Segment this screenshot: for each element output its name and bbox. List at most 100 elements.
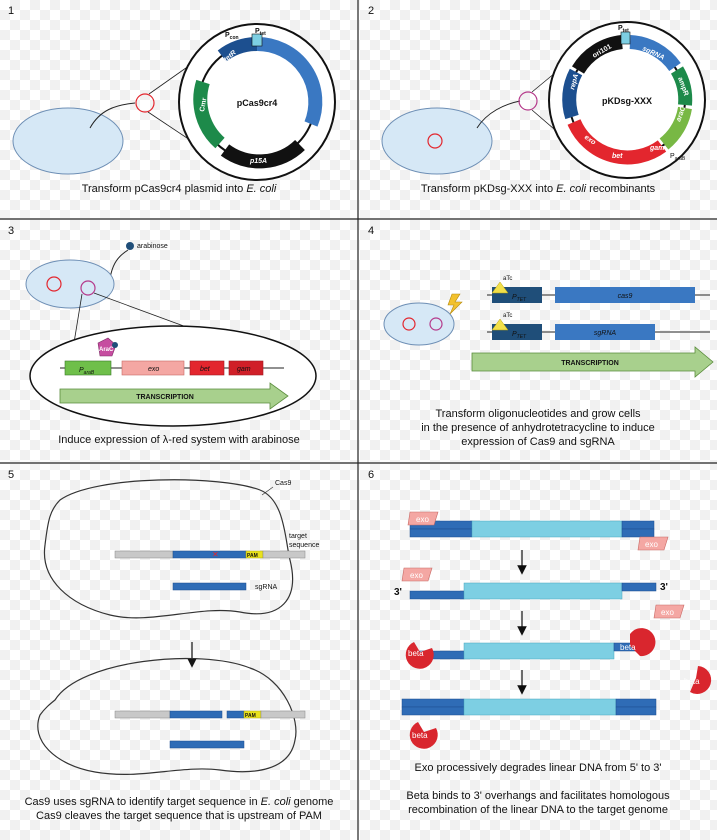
gene-gam-label: gam — [237, 366, 251, 373]
gene-exo-label: exo — [148, 366, 159, 373]
pam-label: PAM — [245, 713, 256, 719]
gene-cas9 — [555, 287, 695, 303]
arac-label: AraC — [99, 347, 114, 353]
gene-bet-label: bet — [200, 366, 211, 373]
transcription-arrow — [471, 346, 714, 378]
gene-bet — [189, 360, 225, 376]
transcription-arrow — [59, 382, 289, 410]
gene-sgrna — [555, 324, 655, 340]
pcon-label: Pcon — [225, 32, 239, 41]
exo-protein — [407, 511, 439, 526]
cell — [25, 259, 115, 309]
ptet-label: PTET — [512, 331, 527, 340]
sgrna-label: sgRNA — [255, 584, 278, 591]
cell — [381, 107, 493, 175]
cleaved-dna-left — [169, 710, 223, 719]
panel-3-number: 3 — [8, 225, 14, 237]
transcription-label: TRANSCRIPTION — [136, 394, 194, 401]
three-prime-label: 3' — [394, 587, 402, 598]
panel-2: 2 Ptet ori101 sgRNA repA ampR araC gam b… — [368, 5, 706, 195]
atc-label: aTc — [503, 276, 512, 282]
cmr-segment — [193, 79, 225, 149]
panel-4-number: 4 — [368, 225, 374, 237]
exo-protein — [653, 604, 685, 619]
panel-6-caption-2-line-2: recombination of the linear DNA to the t… — [408, 804, 668, 816]
parab-label: ParaB — [670, 153, 686, 162]
plasmid-name: pCas9cr4 — [237, 98, 278, 108]
sgrna-strand — [169, 740, 245, 749]
beta-protein — [630, 628, 656, 657]
beta-protein — [690, 666, 712, 694]
panel-5: 5 Cas9 ✕ PAM target sequence sgRNA PAM C… — [8, 469, 333, 822]
linear-dna — [463, 582, 623, 600]
gene-cas9-label: cas9 — [618, 293, 633, 300]
linear-dna — [463, 698, 617, 716]
target-dna — [172, 550, 247, 559]
gene-exo — [121, 360, 185, 376]
three-prime-label: 3' — [660, 582, 668, 593]
exo-label: exo — [416, 515, 429, 524]
p15a-label: p15A — [249, 158, 267, 165]
beta-label: beta — [684, 677, 700, 686]
panel-5-caption-line-2: Cas9 cleaves the target sequence that is… — [36, 810, 322, 822]
exo-protein — [637, 536, 669, 551]
sgrna-strand — [172, 582, 247, 591]
connector — [89, 102, 136, 129]
zoom-ellipse — [29, 325, 317, 427]
repA-label: repA — [569, 73, 580, 90]
panel-5-caption-line-1: Cas9 uses sgRNA to identify target seque… — [25, 796, 334, 808]
beta-protein — [409, 722, 438, 749]
beta-label: beta — [620, 643, 636, 652]
ptet-label: PTET — [512, 294, 527, 303]
plasmid-ring — [518, 91, 538, 111]
beta-label: beta — [412, 731, 428, 740]
beta-label: beta — [408, 649, 424, 658]
panel-2-number: 2 — [368, 5, 374, 17]
promoter-label: ParaB — [79, 367, 95, 376]
panel-4-caption-line-1: Transform oligonucleotides and grow cell… — [435, 408, 641, 420]
panel-1-caption: Transform pCas9cr4 plasmid into E. coli — [82, 183, 277, 195]
pam-label: PAM — [247, 553, 258, 559]
linear-dna — [463, 642, 615, 660]
target-label-line-2: sequence — [289, 542, 319, 549]
panel-4-caption-line-2: in the presence of anhydrotetracycline t… — [421, 422, 655, 434]
panel-4: 4 aTc PTET cas9 aTc PTET sgRNA TRANSCRIP… — [368, 225, 714, 448]
arabinose-label: arabinose — [137, 243, 168, 250]
gene-gam — [228, 360, 264, 376]
bet-label: bet — [612, 153, 623, 160]
cut-mark: ✕ — [212, 550, 219, 559]
cas9-outline — [37, 657, 297, 775]
promoter-box — [64, 360, 112, 376]
cas9-segment — [256, 36, 323, 127]
exo-label: exo — [661, 608, 674, 617]
exo-label: exo — [410, 571, 423, 580]
p15a-segment — [220, 139, 305, 169]
panel-6: 6 exo exo exo 3' 3' exo beta beta beta — [368, 469, 712, 816]
panel-6-caption-1: Exo processively degrades linear DNA fro… — [415, 762, 662, 774]
plasmid-ring — [135, 93, 155, 113]
exo-protein — [401, 567, 433, 582]
exo-label: exo — [645, 540, 658, 549]
arabinose-molecule — [126, 242, 134, 250]
panel-4-caption-line-3: expression of Cas9 and sgRNA — [461, 436, 615, 448]
ptet-label: Ptet — [618, 25, 629, 34]
panel-3-caption: Induce expression of λ-red system with a… — [58, 434, 300, 446]
panel-1-number: 1 — [8, 5, 14, 17]
panel-1: 1 Pcon Ptet cas9 tetR Cmr p15A pCas9cr4 … — [8, 5, 336, 195]
plasmid-name: pKDsg-XXX — [602, 96, 652, 106]
linear-dna — [471, 520, 623, 538]
panel-2-caption: Transform pKDsg-XXX into E. coli recombi… — [421, 183, 656, 195]
connector — [476, 100, 521, 129]
panel-3: 3 arabinose ParaB AraC exo bet gam TRANS… — [8, 225, 317, 446]
panel-6-number: 6 — [368, 469, 374, 481]
panel-5-number: 5 — [8, 469, 14, 481]
transcription-label: TRANSCRIPTION — [561, 360, 619, 367]
panel-6-caption-2-line-1: Beta binds to 3' overhangs and facilitat… — [406, 790, 670, 802]
cas9-label: Cas9 — [275, 480, 291, 487]
atc-label: aTc — [503, 313, 512, 319]
gam-label: gam — [649, 145, 664, 152]
cmr-label: Cmr — [199, 97, 208, 112]
cas9-outline — [43, 479, 294, 619]
